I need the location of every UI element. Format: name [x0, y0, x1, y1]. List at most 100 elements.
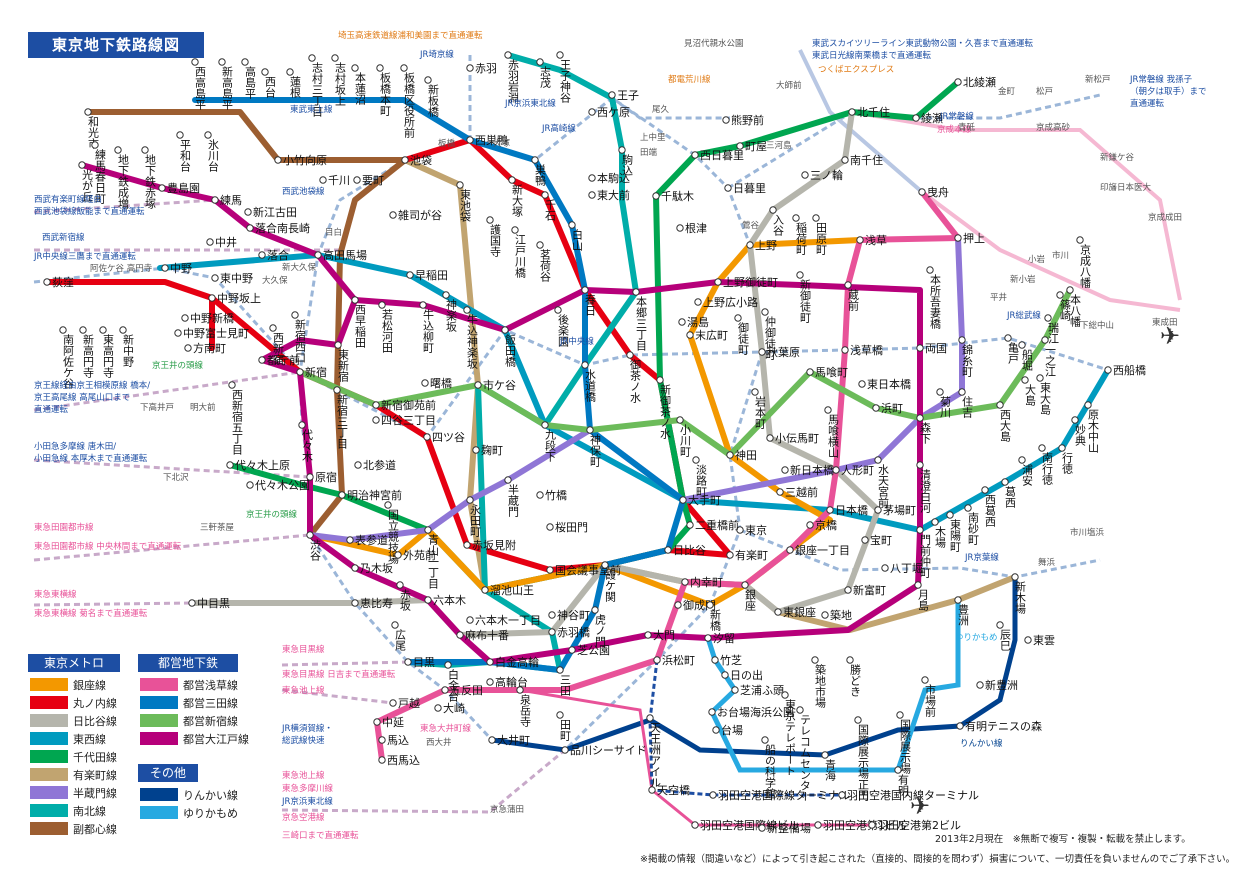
station[interactable]: 京成八幡 — [1076, 236, 1092, 289]
station[interactable]: 門前仲町 — [916, 526, 932, 578]
station[interactable]: 荻窪 — [43, 275, 74, 289]
station-marker[interactable] — [1076, 236, 1084, 244]
station[interactable]: 小伝馬町 — [766, 432, 819, 445]
station-marker[interactable] — [373, 718, 381, 726]
station-marker[interactable] — [396, 581, 404, 589]
station[interactable]: 中目黒 — [188, 597, 230, 610]
station[interactable]: 神保町 — [586, 426, 602, 467]
station[interactable]: 牛込柳町 — [419, 301, 435, 353]
station[interactable]: 東高円寺 — [99, 326, 115, 378]
station-marker[interactable] — [709, 791, 717, 799]
station-marker[interactable] — [91, 141, 99, 149]
station-marker[interactable] — [781, 691, 789, 699]
station-marker[interactable] — [758, 824, 766, 832]
station[interactable]: 高田馬場 — [314, 248, 367, 262]
station-marker[interactable] — [1071, 416, 1079, 424]
station[interactable]: 行徳 — [1058, 444, 1074, 475]
station[interactable]: 亀戸 — [1004, 334, 1020, 365]
station-marker[interactable] — [119, 326, 127, 334]
station-marker[interactable] — [726, 451, 734, 459]
station-marker[interactable] — [958, 336, 966, 344]
station-marker[interactable] — [466, 64, 474, 72]
station-marker[interactable] — [548, 628, 556, 636]
station-marker[interactable] — [258, 356, 266, 364]
station-marker[interactable] — [472, 446, 480, 454]
station[interactable]: 乃木坂 — [351, 562, 393, 575]
station[interactable]: 北綾瀬 — [954, 75, 996, 89]
station-marker[interactable] — [841, 156, 849, 164]
station-marker[interactable] — [1044, 314, 1052, 322]
station-marker[interactable] — [679, 496, 687, 504]
station[interactable]: 京橋 — [806, 518, 837, 532]
station[interactable]: 田原町 — [812, 214, 828, 255]
station-marker[interactable] — [626, 351, 634, 359]
station[interactable]: 町屋 — [736, 140, 767, 153]
station-marker[interactable] — [632, 288, 640, 296]
station-marker[interactable] — [801, 171, 809, 179]
station-marker[interactable] — [581, 286, 589, 294]
station-marker[interactable] — [916, 461, 924, 469]
station-marker[interactable] — [761, 308, 769, 316]
station[interactable]: 南千住 — [841, 153, 883, 167]
station-marker[interactable] — [188, 599, 196, 607]
station-marker[interactable] — [588, 191, 596, 199]
station-marker[interactable] — [306, 473, 314, 481]
station-marker[interactable] — [601, 561, 609, 569]
station[interactable]: 半蔵門 — [504, 476, 520, 518]
station[interactable]: テレコムセンター — [796, 706, 812, 802]
station[interactable]: 新御茶ノ水 — [656, 376, 672, 439]
station-marker[interactable] — [291, 311, 299, 319]
station[interactable]: 品川シーサイド — [561, 744, 647, 757]
station-marker[interactable] — [758, 348, 766, 356]
station-marker[interactable] — [761, 736, 769, 744]
station[interactable]: 地下鉄成増 — [114, 146, 130, 210]
station-marker[interactable] — [1084, 401, 1092, 409]
station-marker[interactable] — [653, 656, 661, 664]
station[interactable]: 王子神谷 — [556, 51, 572, 104]
station-marker[interactable] — [844, 281, 852, 289]
station-marker[interactable] — [844, 586, 852, 594]
station[interactable]: 曳舟 — [918, 185, 949, 199]
station-marker[interactable] — [211, 196, 219, 204]
station-marker[interactable] — [652, 192, 660, 200]
station-marker[interactable] — [821, 611, 829, 619]
station[interactable]: 五反田 — [441, 684, 483, 697]
station[interactable]: 両国 — [916, 342, 947, 355]
station-marker[interactable] — [954, 234, 962, 242]
station[interactable]: 池袋 — [401, 153, 432, 167]
station[interactable]: 表参道 — [346, 533, 388, 547]
station[interactable]: 大門 — [644, 628, 675, 642]
station-marker[interactable] — [916, 526, 924, 534]
station[interactable]: 人形町 — [832, 464, 874, 477]
station[interactable]: 湯島 — [678, 315, 709, 329]
station-marker[interactable] — [389, 699, 397, 707]
station[interactable]: 西馬込 — [378, 754, 420, 767]
station-marker[interactable] — [424, 526, 432, 534]
station-marker[interactable] — [176, 131, 184, 139]
station[interactable]: 西早稲田 — [351, 296, 367, 348]
station-marker[interactable] — [781, 466, 789, 474]
station[interactable]: 日比谷 — [664, 544, 706, 557]
station[interactable]: 二重橋前 — [686, 518, 739, 532]
station[interactable]: 神楽坂 — [442, 291, 458, 333]
station-marker[interactable] — [1004, 334, 1012, 342]
station[interactable]: 市場前 — [921, 676, 937, 718]
station[interactable]: 北参道 — [354, 458, 396, 472]
station-marker[interactable] — [546, 566, 554, 574]
station[interactable]: 馬喰横山 — [824, 406, 840, 458]
station[interactable]: 船の科学館 — [761, 736, 777, 800]
station-marker[interactable] — [656, 376, 664, 384]
station[interactable]: 永田町 — [466, 496, 482, 537]
station[interactable]: 麹町 — [472, 443, 503, 457]
station-marker[interactable] — [258, 251, 266, 259]
station-marker[interactable] — [714, 278, 722, 286]
station[interactable]: 市ケ谷 — [474, 378, 516, 392]
station[interactable]: 新中野 — [119, 326, 135, 367]
station-marker[interactable] — [1038, 444, 1046, 452]
station-marker[interactable] — [504, 51, 512, 59]
station[interactable]: 羽田空港国際線ターミナル — [709, 788, 850, 802]
station[interactable]: 小竹向原 — [274, 153, 327, 167]
station-marker[interactable] — [204, 131, 212, 139]
station[interactable]: 落合南長崎 — [246, 221, 310, 235]
station-marker[interactable] — [918, 188, 926, 196]
